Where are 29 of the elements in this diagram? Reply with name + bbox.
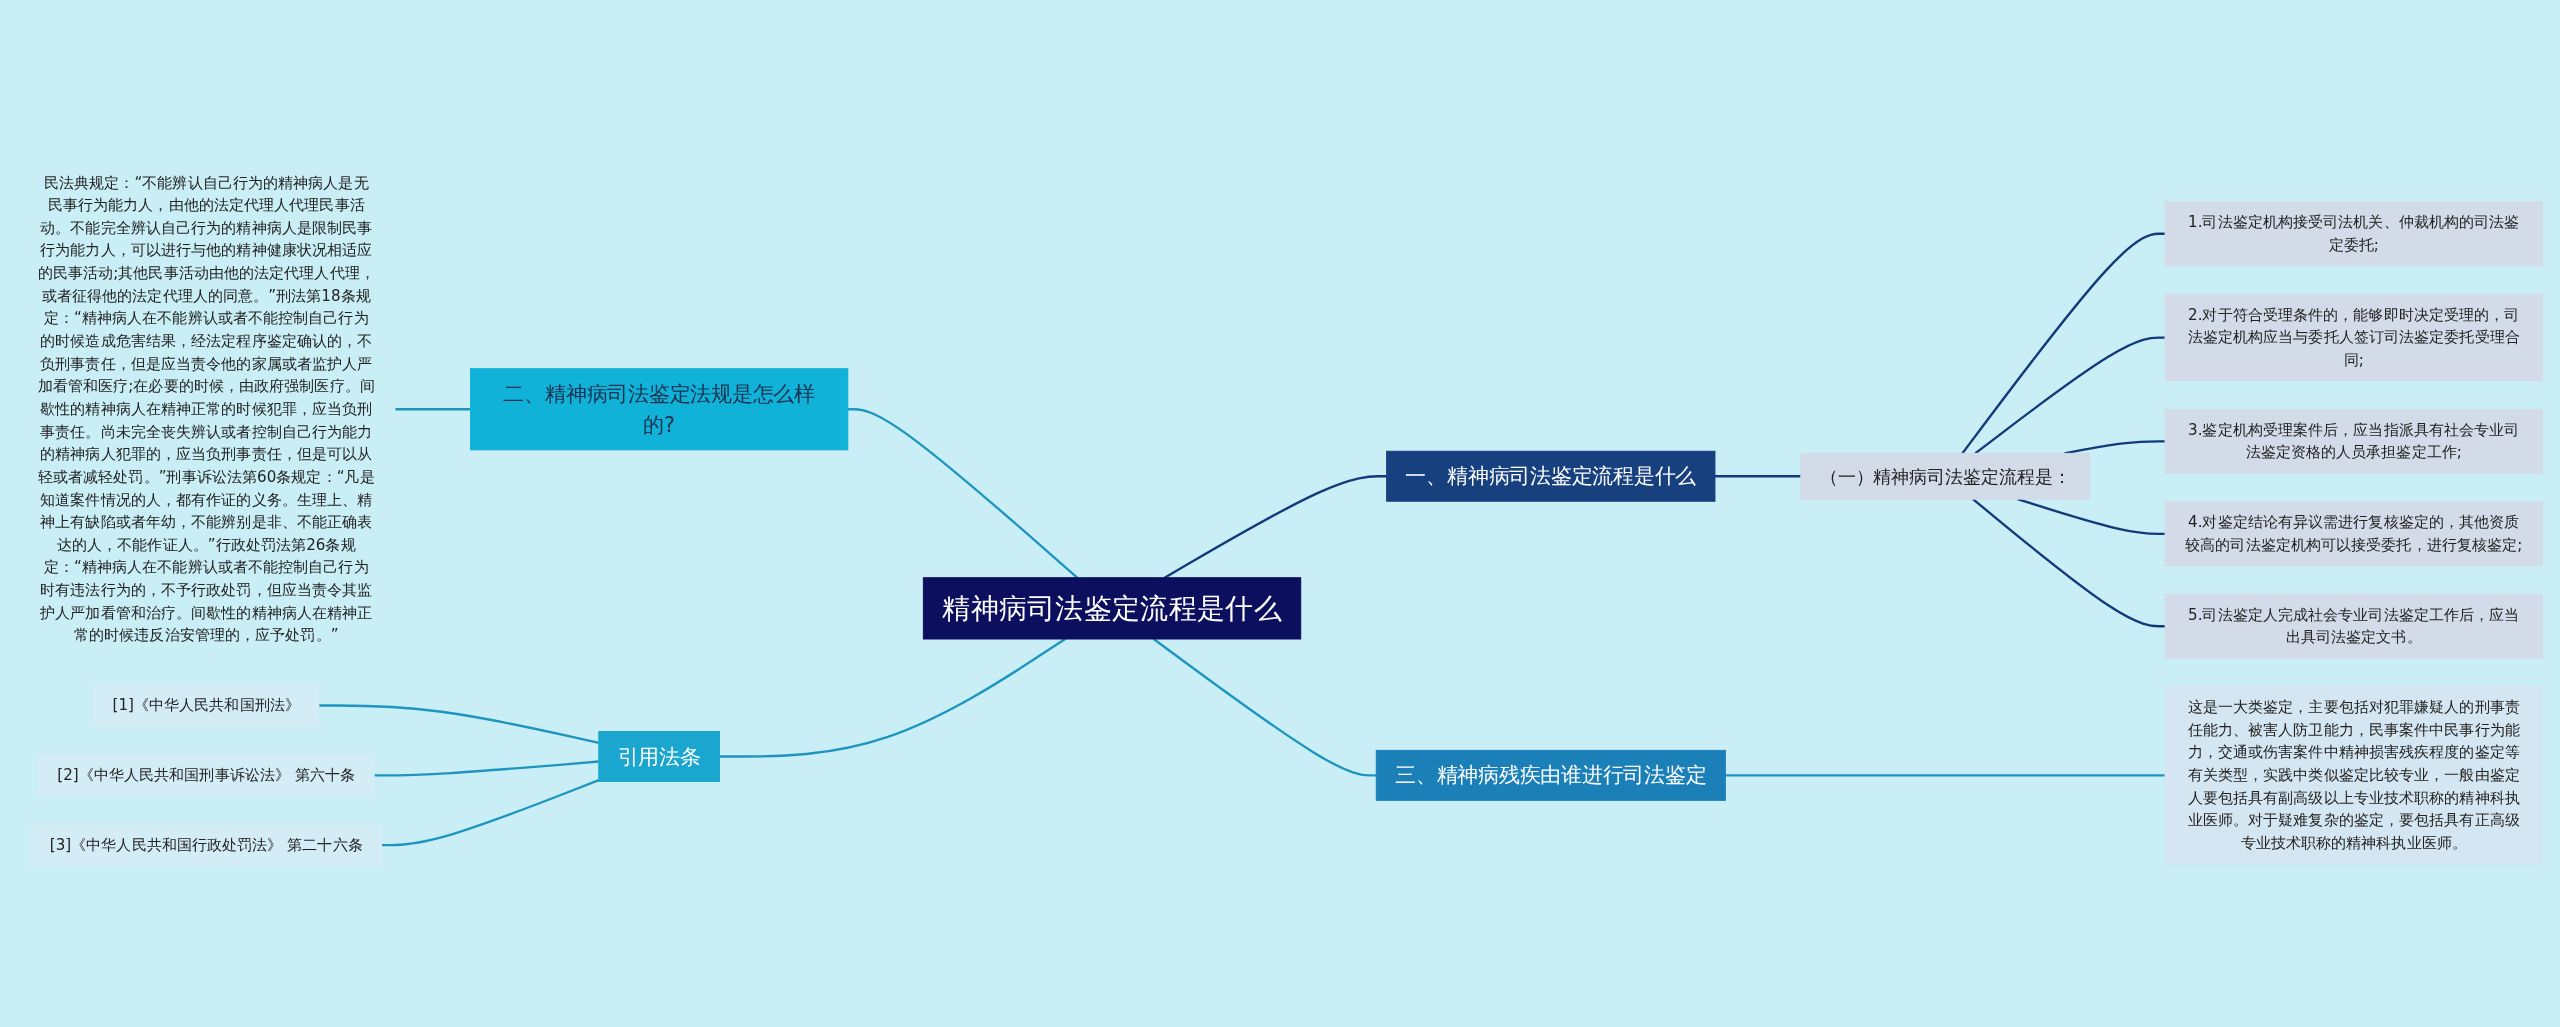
topic-box: 2.对于符合受理条件的，能够即时决定受理的，司法鉴定机构应当与委托人签订司法鉴定委托受理合同; — [2164, 293, 2543, 381]
connector — [394, 407, 471, 410]
connector — [1714, 474, 1801, 477]
topic-box: 1.司法鉴定机构接受司法机关、仲裁机构的司法鉴定委托; — [2164, 200, 2543, 266]
connector — [318, 703, 600, 744]
connector — [1972, 497, 2166, 627]
topic-box: 引用法条 — [598, 730, 720, 782]
topic-box: （一）精神病司法鉴定流程是： — [1800, 452, 2090, 500]
connector — [1974, 335, 2166, 454]
topic-box: 二、精神病司法鉴定法规是怎么样的? — [469, 367, 849, 450]
connector — [1725, 773, 2166, 777]
topic-box: [2]《中华人民共和国刑事诉讼法》 第六十条 — [37, 753, 375, 797]
connector — [1164, 474, 1387, 579]
topic-box: 5.司法鉴定人完成社会专业司法鉴定工作后，应当出具司法鉴定文书。 — [2164, 593, 2543, 659]
connector — [2017, 497, 2166, 535]
topic-box: 一、精神病司法鉴定流程是什么 — [1386, 450, 1716, 502]
connector — [1152, 637, 1377, 777]
topic-box: 这是一大类鉴定，主要包括对犯罪嫌疑人的刑事责任能力、被害人防卫能力，民事案件中民事行为能力，交通或伤害案件中精神损害残疾程度的鉴定等有关类型，实践中类似鉴定比较专业，一般由鉴定人要包括具有副高级以上专业技术职称的精神科执业医师。对于疑难复杂的鉴定，要包括具有正高级专业技术职称的精神科执业医师。 — [2164, 685, 2543, 864]
topic-box: 3.鉴定机构受理案件后，应当指派具有社会专业司法鉴定资格的人员承担鉴定工作; — [2164, 408, 2543, 474]
connector — [847, 407, 1078, 579]
topic-box: 精神病司法鉴定流程是什么 — [922, 576, 1302, 639]
topic-box: [1]《中华人民共和国刑法》 — [93, 683, 320, 727]
topic-box: 三、精神病残疾由谁进行司法鉴定 — [1375, 749, 1726, 801]
connector — [381, 778, 600, 846]
topic-box: [3]《中华人民共和国行政处罚法》 第二十六条 — [30, 823, 383, 866]
connector — [1961, 232, 2166, 454]
connector — [374, 759, 599, 777]
topic-box: 4.对鉴定结论有异议需进行复核鉴定的，其他资质较高的司法鉴定机构可以接受委托，进行复核鉴定; — [2164, 500, 2543, 566]
connector — [719, 637, 1066, 758]
